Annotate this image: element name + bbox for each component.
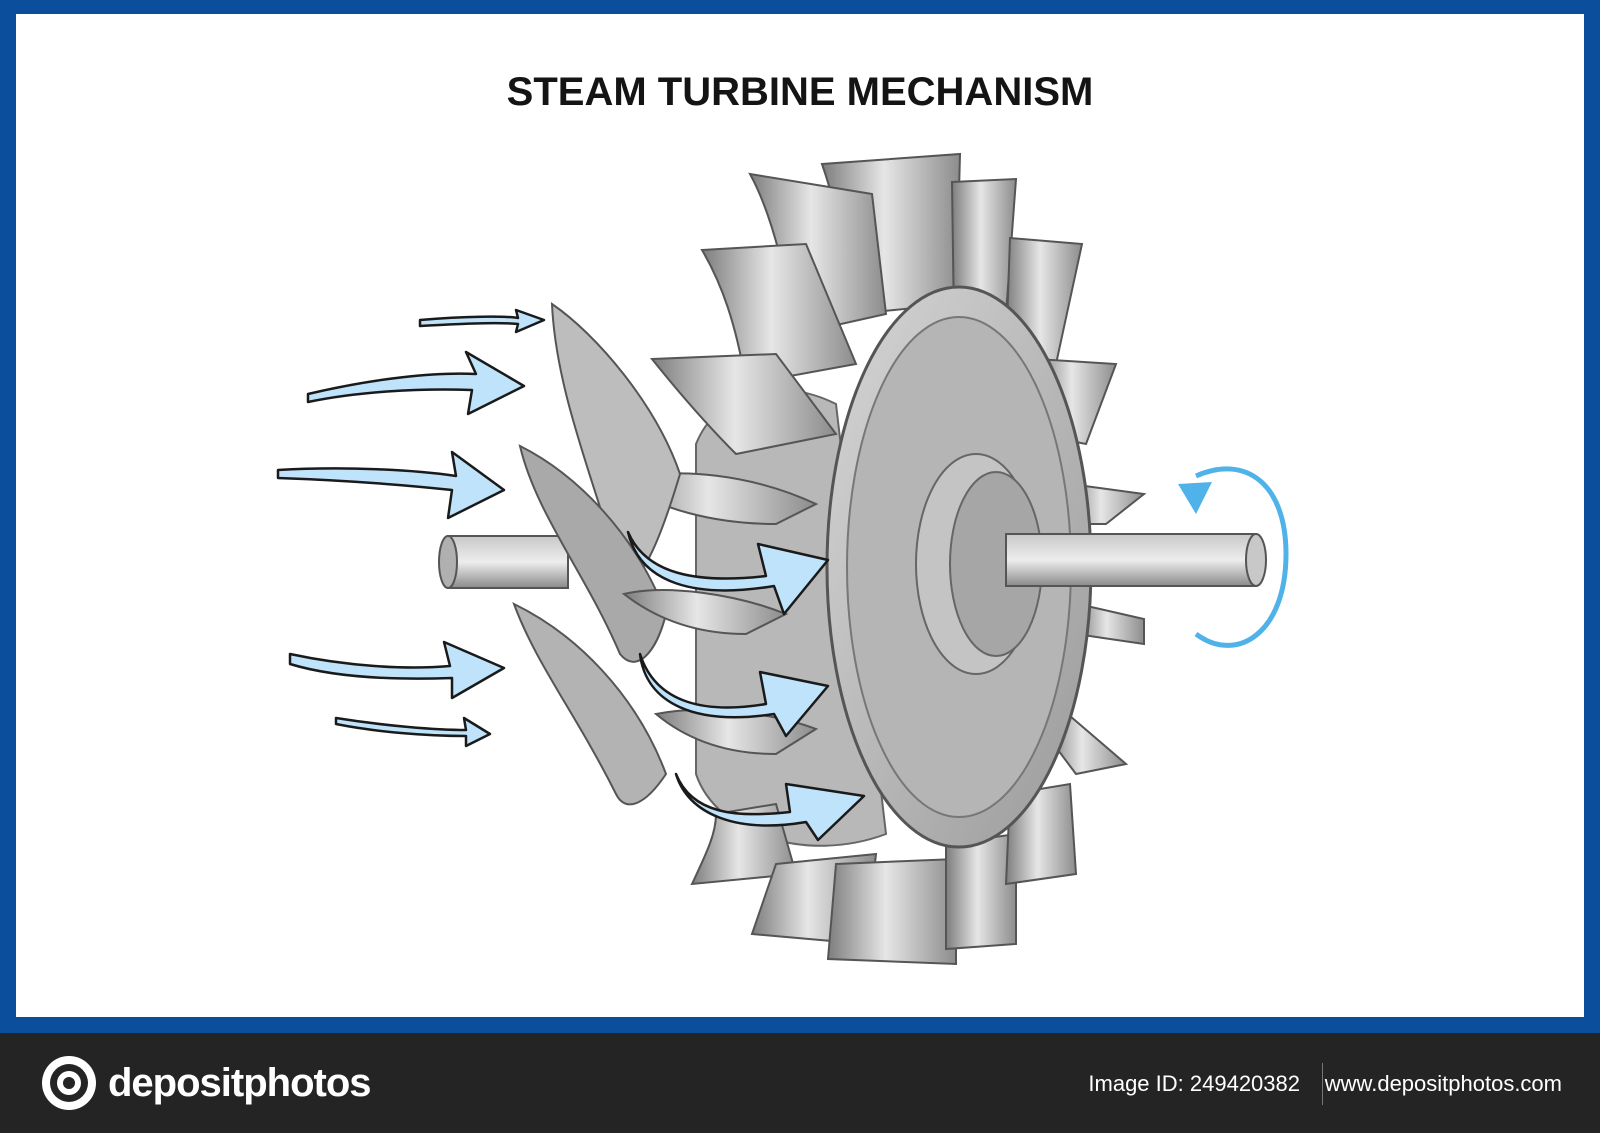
brand-name: depositphotos <box>108 1060 372 1105</box>
diagram-title: STEAM TURBINE MECHANISM <box>506 70 1094 114</box>
shaft-back <box>438 535 569 589</box>
steam-flow-arrows <box>276 308 546 748</box>
camera-aperture-icon <box>42 1056 96 1110</box>
turbine-rotor-disc <box>825 285 1093 849</box>
rotor-blades-front <box>512 302 819 806</box>
turbine-diagram <box>276 152 1289 966</box>
rotor-blades-upper <box>617 152 1147 646</box>
rotor-blades-lower <box>690 702 1129 966</box>
brand-logo[interactable]: depositphotos <box>40 1053 372 1113</box>
shaft-front <box>1005 533 1267 587</box>
footer-divider <box>1322 1063 1323 1105</box>
diagram-canvas: STEAM TURBINE MECHANISM <box>16 14 1584 1017</box>
stock-footer: depositphotos Image ID: 249420382 www.de… <box>0 1033 1600 1133</box>
rotation-arrow <box>1178 466 1289 648</box>
image-id: Image ID: 249420382 <box>1088 1071 1300 1096</box>
image-frame: STEAM TURBINE MECHANISM <box>0 0 1600 1033</box>
steam-flow-arrows-through <box>626 530 866 842</box>
site-link[interactable]: www.depositphotos.com <box>1324 1071 1562 1096</box>
